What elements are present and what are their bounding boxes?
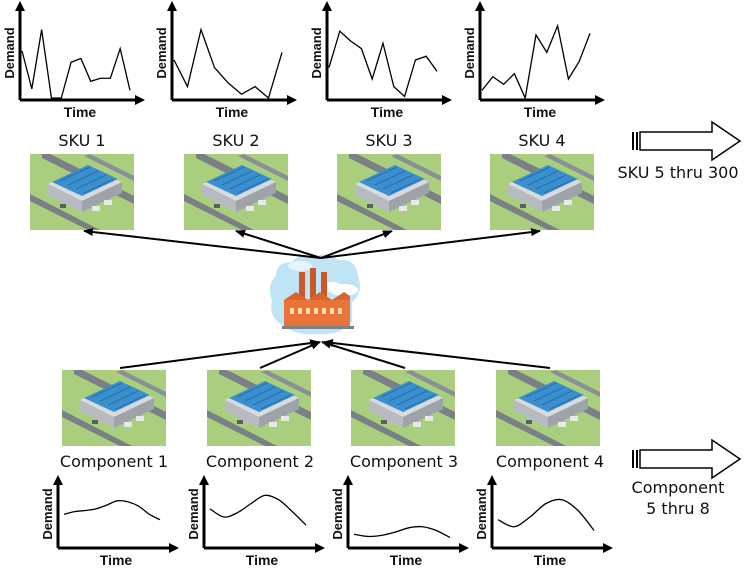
arrow-component-4-to-factory (323, 339, 551, 369)
sku-3-warehouse-icon (336, 153, 442, 231)
sku-1-chart: Time Demand (2, 1, 145, 120)
component-2-node: Component 2 (206, 369, 314, 471)
arrow-component-2-to-factory (259, 341, 321, 369)
component-4-label: Component 4 (496, 452, 604, 471)
component-3-label: Component 3 (350, 452, 458, 471)
sku-1-x-label: Time (64, 104, 97, 120)
component-1-demand-line (63, 499, 161, 521)
sku-2-chart: Time Demand (154, 1, 297, 120)
more-components-arrow (632, 438, 742, 480)
sku-2-demand-line (173, 27, 283, 100)
sku-3-label: SKU 3 (365, 131, 412, 150)
component-3-chart: Time Demand (330, 475, 469, 568)
component-4-chart: Time Demand (474, 475, 613, 568)
component-2-x-label: Time (246, 552, 279, 568)
factory-icon (269, 254, 360, 335)
component-3-demand-line (353, 525, 451, 539)
component-1-chart: Time Demand (40, 475, 179, 568)
sku-1-label: SKU 1 (58, 131, 105, 150)
sku-2-label: SKU 2 (212, 131, 259, 150)
sku-4-chart: Time Demand (462, 1, 605, 120)
sku-4-x-label: Time (524, 104, 557, 120)
component-4-x-label: Time (534, 552, 567, 568)
more-components-label-line2: 5 thru 8 (646, 499, 710, 518)
component-4-node: Component 4 (495, 369, 604, 471)
component-3-y-label: Demand (330, 488, 345, 539)
component-1-x-label: Time (100, 552, 133, 568)
component-3-node: Component 3 (350, 369, 458, 471)
more-skus-label: SKU 5 thru 300 (617, 163, 738, 182)
sku-4-demand-line (481, 23, 591, 101)
arrow-factory-to-sku-4 (320, 228, 541, 259)
sku-1-node: SKU 1 (29, 131, 135, 231)
sku-3-x-label: Time (371, 104, 404, 120)
sku-3-node: SKU 3 (336, 131, 442, 231)
component-3-warehouse-icon (350, 369, 456, 447)
sku-1-demand-line (21, 29, 131, 99)
component-2-warehouse-icon (206, 369, 312, 447)
component-1-y-label: Demand (40, 488, 55, 539)
arrow-component-3-to-factory (321, 340, 406, 369)
arrow-factory-to-sku-3 (320, 230, 393, 259)
arrow-factory-to-sku-2 (235, 229, 322, 259)
more-components-label-line1: Component (632, 478, 725, 497)
component-2-y-label: Demand (186, 488, 201, 539)
arrow-factory-to-sku-1 (83, 228, 322, 259)
component-1-node: Component 1 (60, 369, 168, 471)
sku-2-warehouse-icon (183, 153, 289, 231)
more-skus-arrow (632, 120, 742, 162)
component-4-demand-line (497, 498, 595, 531)
sku-2-node: SKU 2 (183, 131, 289, 231)
component-4-y-label: Demand (474, 488, 489, 539)
component-4-warehouse-icon (495, 369, 601, 447)
sku-1-warehouse-icon (29, 153, 135, 231)
sku-3-demand-line (328, 29, 438, 98)
component-2-label: Component 2 (206, 452, 314, 471)
arrow-component-1-to-factory (119, 339, 320, 369)
sku-4-y-label: Demand (462, 27, 477, 78)
sku-1-y-label: Demand (2, 27, 17, 78)
component-2-chart: Time Demand (186, 475, 325, 568)
sku-4-label: SKU 4 (518, 131, 565, 150)
sku-2-x-label: Time (216, 104, 249, 120)
component-1-warehouse-icon (61, 369, 167, 447)
sku-4-node: SKU 4 (489, 131, 595, 231)
component-1-label: Component 1 (60, 452, 168, 471)
sku-3-y-label: Demand (309, 27, 324, 78)
component-3-x-label: Time (390, 552, 423, 568)
sku-4-warehouse-icon (489, 153, 595, 231)
sku-3-chart: Time Demand (309, 1, 452, 120)
component-2-demand-line (209, 494, 307, 526)
sku-2-y-label: Demand (154, 27, 169, 78)
